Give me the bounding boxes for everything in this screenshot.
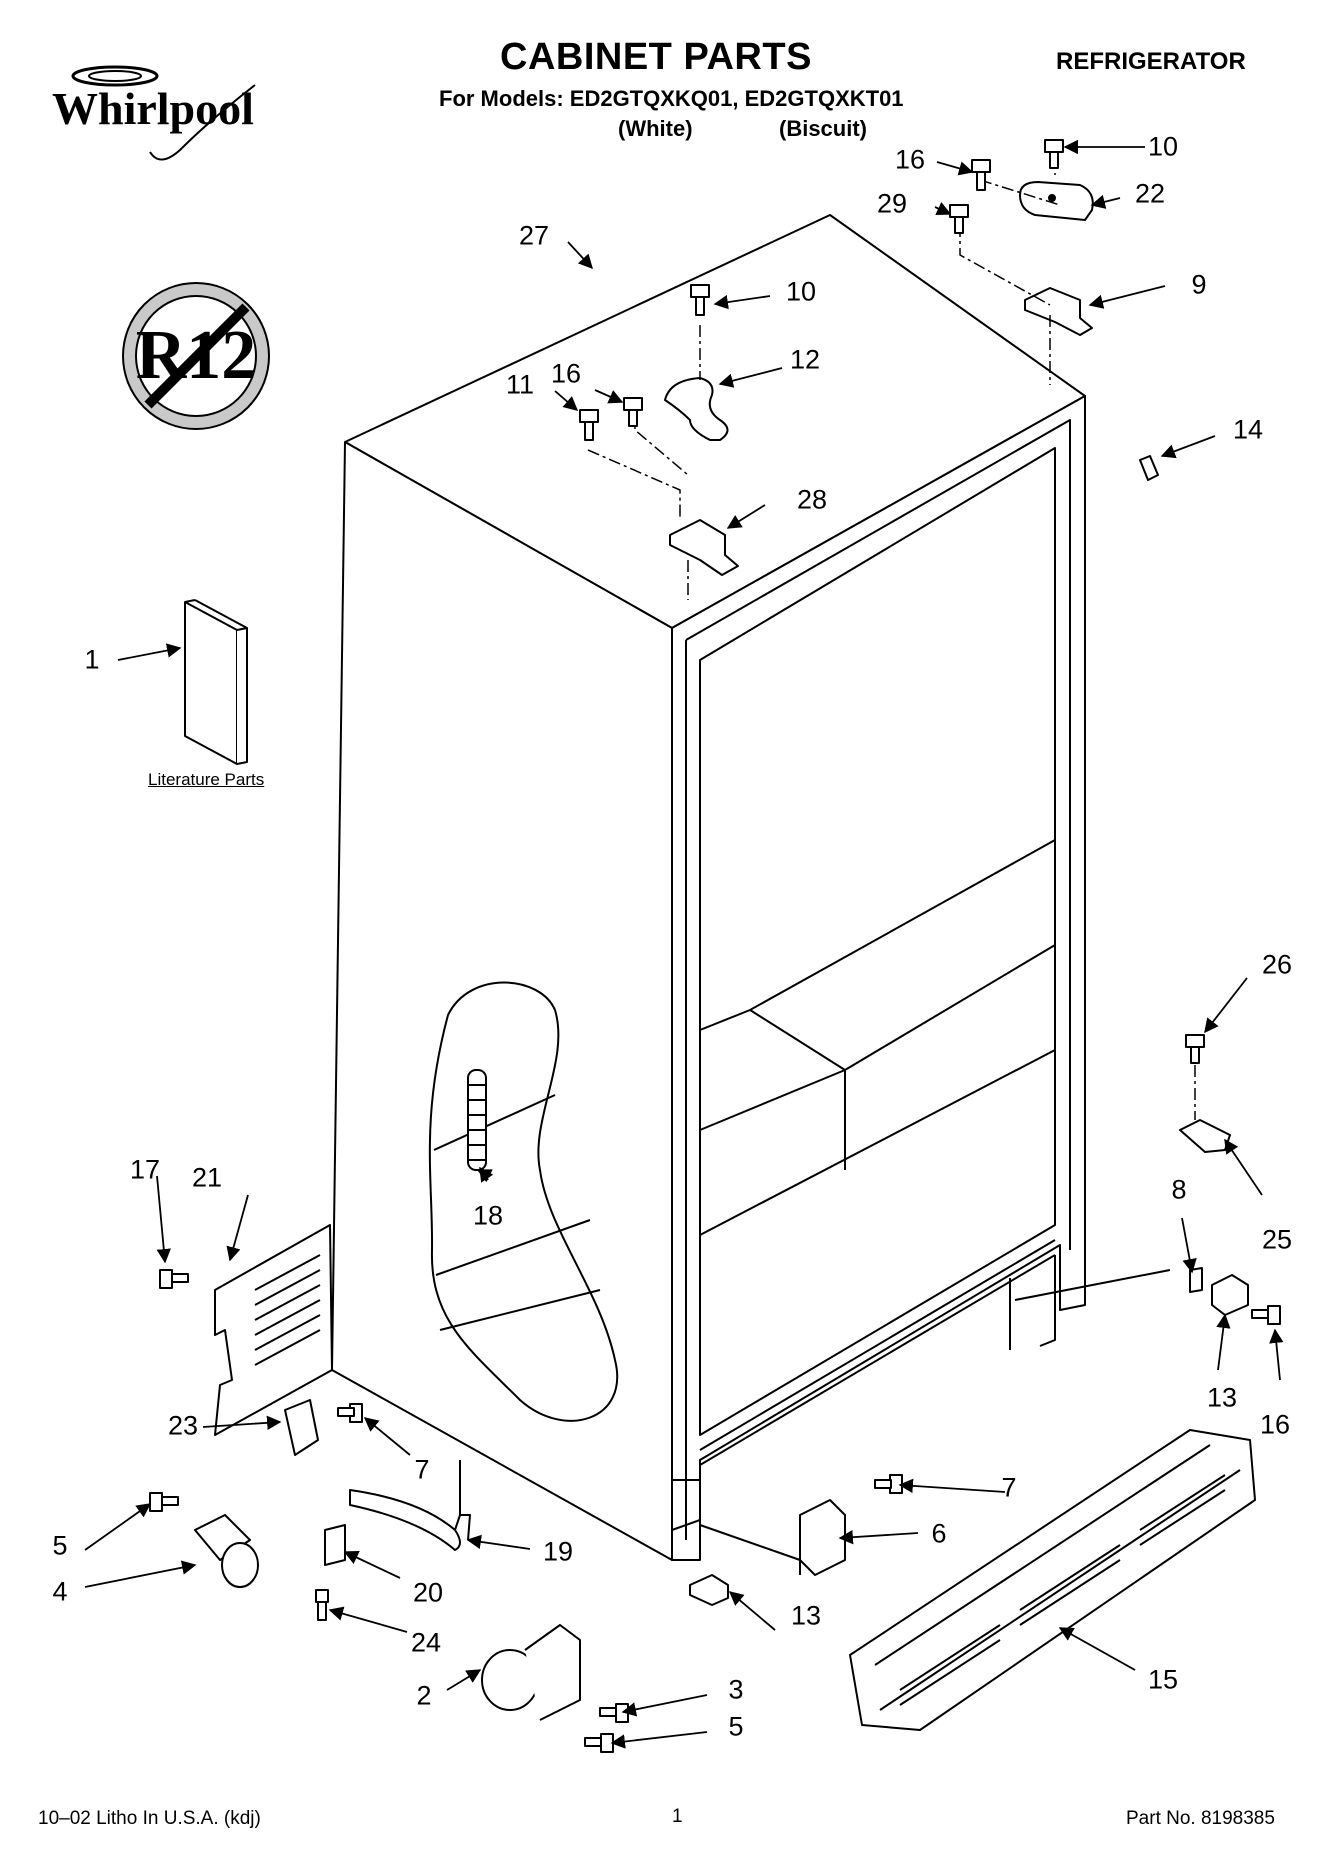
footer-page-number: 1 — [672, 1806, 683, 1827]
tube-clip-20-icon — [324, 1524, 346, 1566]
clip-13-icon — [689, 1574, 729, 1606]
callout-16-right: 16 — [1259, 1409, 1291, 1440]
callout-20: 20 — [412, 1577, 444, 1608]
callout-10-top: 10 — [1147, 131, 1179, 162]
callout-16-mid: 16 — [550, 358, 582, 389]
callout-13-bottom: 13 — [790, 1600, 822, 1631]
callout-21: 21 — [191, 1162, 223, 1193]
callout-14: 14 — [1232, 414, 1264, 445]
callout-23: 23 — [167, 1410, 199, 1441]
bracket-25-icon — [1179, 1119, 1231, 1153]
callout-19: 19 — [542, 1536, 574, 1567]
callout-7-right: 7 — [1001, 1472, 1017, 1503]
literature-parts-label: Literature Parts — [148, 770, 265, 789]
callout-27: 27 — [518, 220, 550, 251]
vent-grille-21-icon — [214, 1224, 333, 1436]
callout-9: 9 — [1191, 269, 1207, 300]
callout-10-mid: 10 — [785, 276, 817, 307]
model-color-biscuit: (Biscuit) — [779, 116, 867, 141]
callout-22: 22 — [1134, 178, 1166, 209]
hinge-28-icon — [669, 519, 739, 576]
callout-5-bottom: 5 — [728, 1711, 744, 1742]
callout-15: 15 — [1147, 1664, 1179, 1695]
callout-28: 28 — [796, 484, 828, 515]
callout-1: 1 — [84, 644, 100, 675]
callout-3: 3 — [728, 1674, 744, 1705]
callout-7-left: 7 — [414, 1454, 430, 1485]
callout-26: 26 — [1261, 949, 1293, 980]
callout-11: 11 — [505, 369, 535, 400]
base-grille-15-icon — [849, 1429, 1256, 1731]
callout-17: 17 — [129, 1154, 161, 1185]
callout-24: 24 — [410, 1627, 442, 1658]
brand-logo: Whirlpool — [40, 40, 280, 170]
bracket-6-icon — [799, 1499, 846, 1576]
callout-4: 4 — [52, 1576, 68, 1607]
screw-icons — [149, 139, 1281, 1753]
footer-part-number: Part No. 8198385 — [1126, 1808, 1275, 1829]
hinge-9-icon — [1024, 287, 1093, 336]
model-color-white: (White) — [618, 116, 693, 141]
water-tube-19-icon — [349, 1489, 461, 1551]
callout-5-left: 5 — [52, 1530, 68, 1561]
appliance-category: REFRIGERATOR — [1056, 48, 1246, 75]
callout-6: 6 — [931, 1518, 947, 1549]
callout-29: 29 — [876, 188, 908, 219]
callout-12: 12 — [789, 344, 821, 375]
page-title: CABINET PARTS — [500, 36, 812, 78]
brand-name: Whirlpool — [52, 83, 254, 134]
footer-litho: 10–02 Litho In U.S.A. (kdj) — [38, 1808, 261, 1829]
callout-2: 2 — [416, 1680, 432, 1711]
callout-8: 8 — [1171, 1174, 1187, 1205]
literature-booklet-icon — [184, 599, 248, 765]
drain-tube-icon — [467, 1069, 487, 1171]
bracket-23-icon — [284, 1399, 319, 1456]
leveler-2-icon — [481, 1624, 581, 1721]
no-r12-badge-icon: R12 — [122, 282, 270, 430]
models-line: For Models: ED2GTQXKQ01, ED2GTQXKT01 — [439, 86, 904, 111]
bracket-13-right-icon — [1211, 1274, 1249, 1316]
pin-14-icon — [1139, 455, 1159, 481]
callout-25: 25 — [1261, 1224, 1293, 1255]
callout-16-top: 16 — [894, 144, 926, 175]
refrigerator-cabinet-icon — [331, 214, 1086, 1561]
whirlpool-swirl-icon — [71, 65, 256, 161]
roller-4-icon — [194, 1514, 259, 1588]
callout-18: 18 — [472, 1200, 504, 1231]
hinge-cap-22-icon — [1019, 181, 1094, 221]
callout-13-right: 13 — [1206, 1382, 1238, 1413]
